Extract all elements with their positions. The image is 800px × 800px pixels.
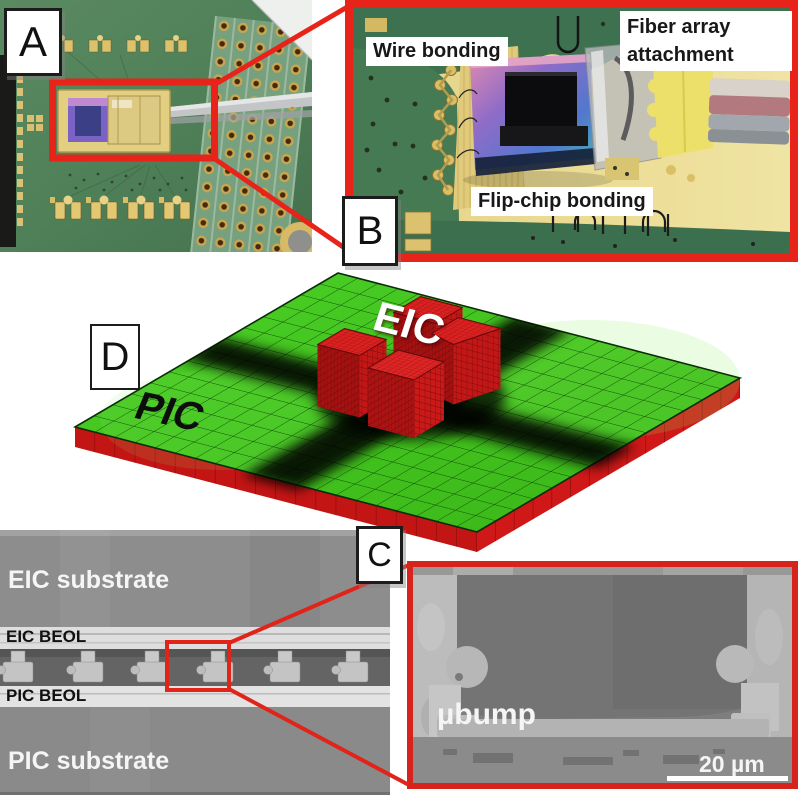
- gold-pad-top-left: [365, 18, 387, 32]
- solder-ball: [666, 165, 676, 175]
- panel-b-letter: B: [356, 208, 384, 253]
- pcb-region-left: [353, 48, 459, 223]
- wire-bond-fan: [431, 64, 458, 196]
- pic-substrate-label: PIC substrate: [8, 747, 170, 775]
- eic-cube-front: [367, 349, 445, 438]
- ubump-label: µbump: [437, 698, 536, 731]
- bond-wires: [456, 89, 480, 159]
- bump-body: [457, 575, 747, 719]
- scale-bar-label: 20 µm: [699, 751, 765, 777]
- fiber-boot: [647, 64, 713, 158]
- panel-b-tag: B: [342, 196, 398, 266]
- chip-carrier-assembly: [57, 89, 171, 153]
- solder-blob-left: [446, 646, 488, 688]
- edge-connector: [0, 55, 16, 247]
- panel-d-render: [72, 272, 743, 552]
- pcb-traces: [59, 44, 177, 199]
- via-dots: [68, 172, 188, 192]
- edge-connector-pads: [17, 62, 23, 226]
- pcb-strip-bottom: [353, 220, 790, 254]
- fiber-array-block: [584, 41, 662, 180]
- panel-a-letter: A: [18, 18, 47, 65]
- scale-bar: [667, 776, 788, 781]
- panel-c-letter: C: [367, 535, 392, 574]
- panel-c-tag: C: [356, 526, 403, 584]
- pic-beol-label: PIC BEOL: [6, 686, 87, 705]
- solder-ball-2: [687, 174, 695, 182]
- flip-chip-label: Flip-chip bonding: [471, 187, 653, 216]
- lower-features: [443, 749, 725, 765]
- plate-sides: [75, 378, 740, 552]
- panel-d-tag: D: [90, 324, 140, 390]
- zoom-rectangle-c: [165, 640, 231, 692]
- eic-substrate-label: EIC substrate: [8, 566, 170, 594]
- eic-cube-right: [431, 317, 501, 405]
- pad-bar: [437, 719, 769, 737]
- probe-needle-2: [168, 110, 312, 124]
- eic-beol-label: EIC BEOL: [6, 627, 87, 646]
- panel-d-letter: D: [100, 334, 130, 379]
- top-strip: [413, 567, 792, 577]
- wire-bonding-label: Wire bonding: [366, 37, 508, 66]
- small-gold-cluster: [27, 115, 43, 131]
- bottom-dots: [531, 236, 755, 248]
- panel-c-zoom-art: [413, 567, 792, 783]
- microbumps: [0, 650, 369, 683]
- fiber-ribbon: [707, 78, 790, 145]
- eic-cubes: [317, 296, 501, 438]
- solder-blob-right: [716, 645, 754, 683]
- panel-c-zoom-photo: [407, 561, 798, 789]
- panel-a-tag: A: [4, 8, 62, 76]
- zoom-rectangle-a: [49, 78, 218, 162]
- eic-chip: [500, 72, 588, 146]
- fiber-array-label: Fiber array attachment: [620, 11, 792, 71]
